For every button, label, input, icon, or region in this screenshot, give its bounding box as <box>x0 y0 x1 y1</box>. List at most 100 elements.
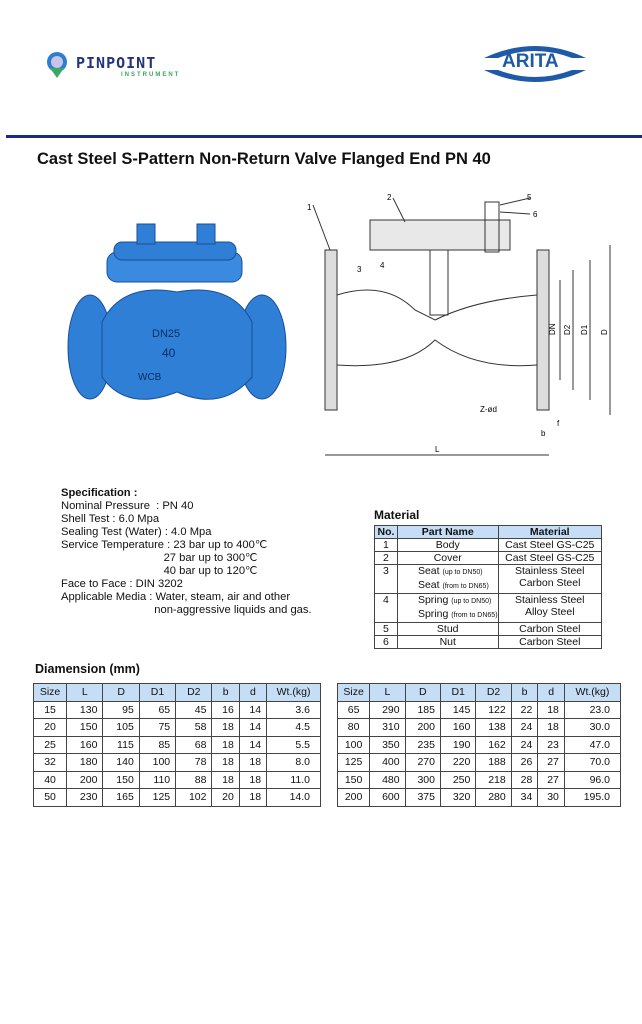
table-cell: 185 <box>404 700 441 719</box>
table-cell: 162 <box>475 735 512 754</box>
spec-line: Service Temperature : 23 bar up to 400℃ <box>61 539 268 551</box>
part-name: Body <box>435 539 460 551</box>
table-cell: 105 <box>102 718 140 737</box>
part-name-cell: Body <box>396 538 499 552</box>
table-cell: 27 <box>537 770 565 789</box>
specification: Specification : Nominal Pressure : PN 40… <box>61 487 312 617</box>
table-cell: 95 <box>102 700 140 719</box>
brand-right: ARITA <box>502 51 559 72</box>
table-cell: 15 <box>32 700 68 719</box>
col-header: Size <box>32 683 68 702</box>
table-cell: 47.0 <box>563 735 622 754</box>
table-cell: 80 <box>336 718 371 737</box>
table-cell: 160 <box>66 735 104 754</box>
table-cell: 190 <box>439 735 477 754</box>
table-cell: 480 <box>369 770 406 789</box>
spec-line: non-aggressive liquids and gas. <box>61 604 312 616</box>
table-cell: 40 <box>32 770 68 789</box>
table-cell: 30 <box>537 788 565 807</box>
table-cell: 75 <box>138 718 177 737</box>
col-header: D1 <box>138 683 177 702</box>
part-note: (up to DN50) <box>451 598 492 605</box>
part-material: Carbon Steel <box>519 636 581 648</box>
valve-photo: DN25 40 WCB <box>67 223 287 400</box>
table-cell: 122 <box>475 700 512 719</box>
table-cell: 320 <box>439 788 477 807</box>
valve-section-drawing: 1 2 3 4 5 6 DN D2 D1 D L b f Z-ød <box>307 193 611 456</box>
table-cell: 32 <box>32 753 68 772</box>
table-cell: 130 <box>66 700 104 719</box>
callout-6: 6 <box>533 210 538 219</box>
table-cell: 138 <box>475 718 512 737</box>
col-header: b <box>510 683 539 702</box>
part-material: Carbon Steel <box>519 623 581 635</box>
part-material-cell: Cast Steel GS-C25 <box>497 551 603 565</box>
table-cell: 65 <box>138 700 177 719</box>
table-cell: 96.0 <box>563 770 622 789</box>
table-cell: 18 <box>537 700 565 719</box>
table-cell: 235 <box>404 735 441 754</box>
table-cell: 65 <box>336 700 371 719</box>
page-title: Cast Steel S-Pattern Non-Return Valve Fl… <box>37 150 491 168</box>
table-cell: 23 <box>537 735 565 754</box>
part-name: Seat <box>417 579 440 591</box>
table-cell: 160 <box>439 718 477 737</box>
brand-left-sub: INSTRUMENT <box>121 72 181 78</box>
table-cell: 22 <box>510 700 539 719</box>
part-material-cell: Carbon Steel <box>497 622 603 636</box>
part-name: Cover <box>433 552 462 564</box>
table-cell: 20 <box>211 788 240 807</box>
part-name: Nut <box>439 636 456 648</box>
part-name: Stud <box>436 623 459 635</box>
part-name-cell: Cover <box>396 551 499 565</box>
part-name-cell: Spring (up to DN50)Spring (from to DN65) <box>396 593 499 623</box>
table-cell: 88 <box>175 770 213 789</box>
table-cell: 28 <box>510 770 539 789</box>
dim-dn: DN <box>548 323 557 335</box>
table-cell: 3.6 <box>266 700 321 719</box>
table-cell: 300 <box>404 770 441 789</box>
part-note: (from to DN65) <box>451 612 498 619</box>
col-header: No. <box>374 525 398 539</box>
table-cell: 18 <box>238 753 268 772</box>
part-material: Alloy Steel <box>524 606 575 618</box>
table-cell: 24 <box>510 718 539 737</box>
table-cell: 16 <box>211 700 240 719</box>
table-cell: 125 <box>336 753 371 772</box>
part-no: 1 <box>374 538 398 552</box>
pinpoint-logo-icon <box>47 52 67 78</box>
table-cell: 18 <box>238 770 268 789</box>
table-cell: 20 <box>32 718 68 737</box>
table-cell: 27 <box>537 753 565 772</box>
part-name: Seat <box>417 565 440 577</box>
table-cell: 58 <box>175 718 213 737</box>
table-cell: 310 <box>369 718 406 737</box>
table-cell: 150 <box>102 770 140 789</box>
table-cell: 68 <box>175 735 213 754</box>
table-cell: 150 <box>66 718 104 737</box>
table-cell: 350 <box>369 735 406 754</box>
dim-d1: D1 <box>580 324 589 335</box>
part-name-cell: Nut <box>396 635 499 649</box>
table-cell: 145 <box>439 700 477 719</box>
spec-line: Applicable Media : Water, steam, air and… <box>61 591 291 603</box>
col-header: D <box>404 683 441 702</box>
table-cell: 150 <box>336 770 371 789</box>
table-cell: 100 <box>336 735 371 754</box>
part-material-cell: Cast Steel GS-C25 <box>497 538 603 552</box>
spec-line: Sealing Test (Water) : 4.0 Mpa <box>61 526 212 538</box>
table-cell: 23.0 <box>563 700 622 719</box>
table-cell: 600 <box>369 788 406 807</box>
table-cell: 220 <box>439 753 477 772</box>
col-header: L <box>369 683 406 702</box>
